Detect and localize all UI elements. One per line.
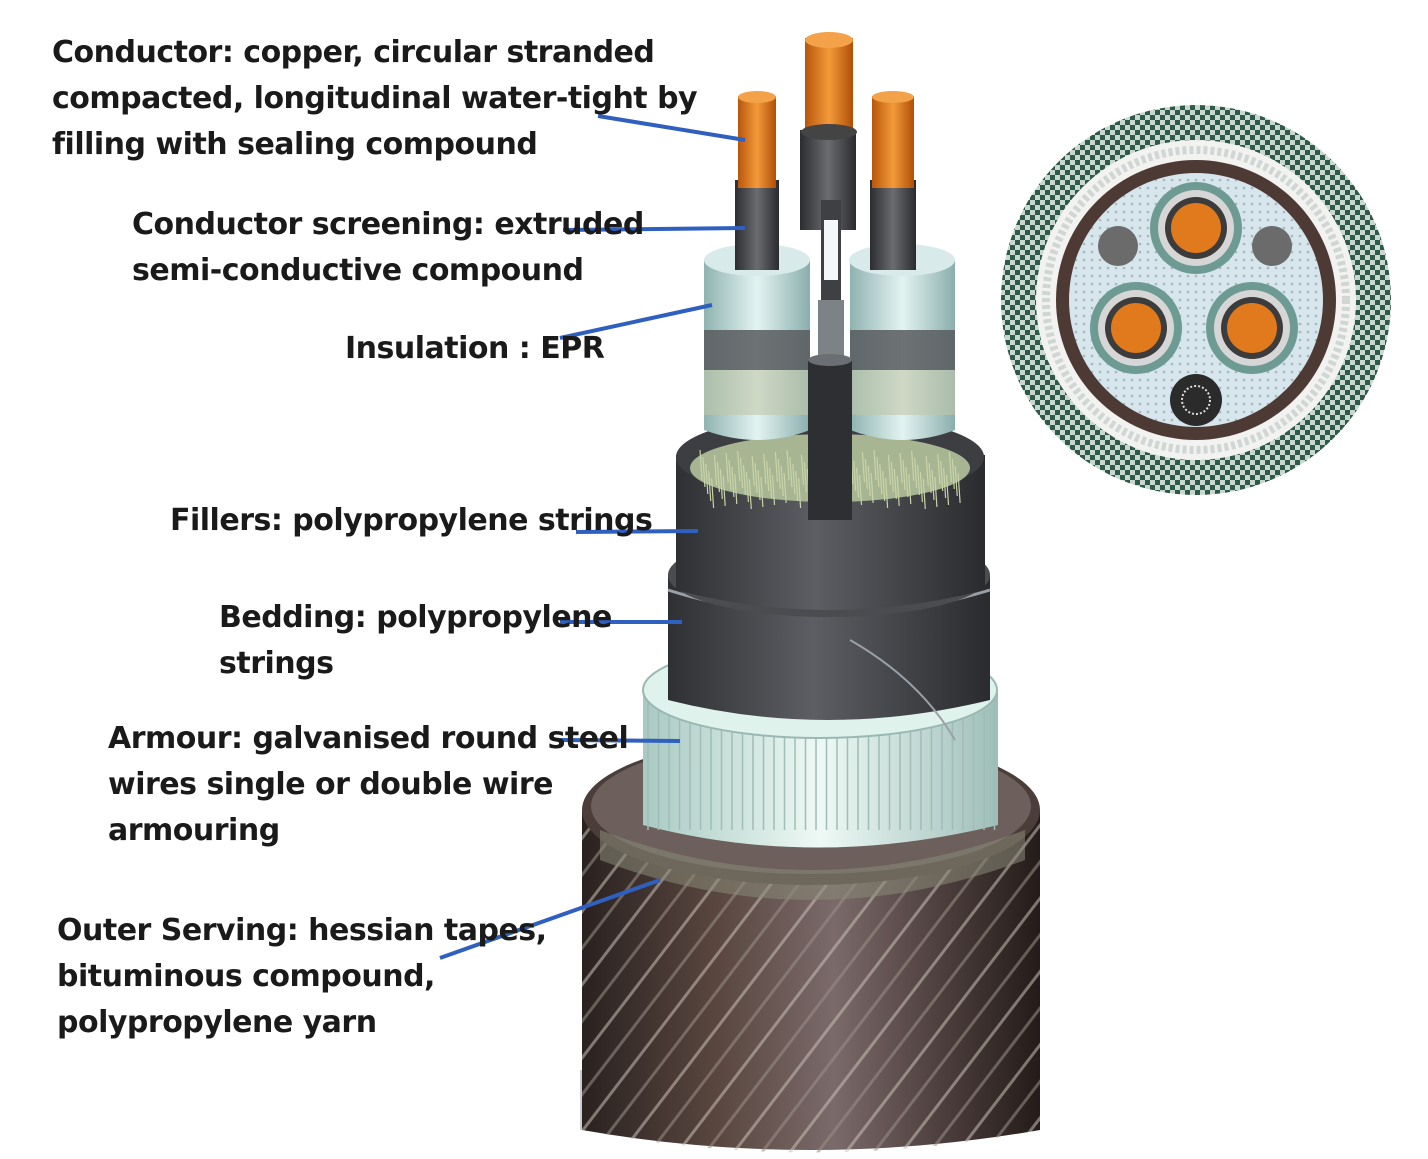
leader-armour xyxy=(559,738,681,743)
leader-insulation xyxy=(559,303,713,340)
callout-fillers: Fillers: polypropylene strings xyxy=(170,498,653,544)
callout-bedding: Bedding: polypropylene strings xyxy=(219,595,612,687)
callout-line: semi-conductive compound xyxy=(132,253,584,288)
callout-line: filling with sealing compound xyxy=(52,127,538,162)
callout-line: Conductor screening: extruded xyxy=(132,207,644,242)
callout-conductor: Conductor: copper, circular stranded com… xyxy=(52,30,698,168)
callout-line: Fillers: polypropylene strings xyxy=(170,503,653,538)
leader-conductor-screening xyxy=(562,226,746,232)
callout-line: Armour: galvanised round steel xyxy=(108,721,629,756)
callout-line: Insulation : EPR xyxy=(345,331,605,366)
callout-line: polypropylene yarn xyxy=(57,1005,377,1040)
callout-outer-serving: Outer Serving: hessian tapes, bituminous… xyxy=(57,908,547,1046)
callout-conductor-screening: Conductor screening: extruded semi-condu… xyxy=(132,202,644,294)
callout-line: Conductor: copper, circular stranded xyxy=(52,35,655,70)
leader-fillers xyxy=(575,529,699,534)
callout-line: compacted, longitudinal water-tight by xyxy=(52,81,698,116)
callout-line: strings xyxy=(219,646,334,681)
leader-conductor xyxy=(597,114,746,142)
callout-insulation: Insulation : EPR xyxy=(345,326,605,372)
cross-section-view xyxy=(1001,105,1391,495)
callout-line: wires single or double wire xyxy=(108,767,553,802)
callout-line: armouring xyxy=(108,813,280,848)
leader-outer-serving xyxy=(439,878,661,960)
leader-lines xyxy=(439,114,746,960)
callout-armour: Armour: galvanised round steel wires sin… xyxy=(108,716,629,854)
callout-line: Outer Serving: hessian tapes, xyxy=(57,913,547,948)
callout-line: bituminous compound, xyxy=(57,959,435,994)
callout-line: Bedding: polypropylene xyxy=(219,600,612,635)
